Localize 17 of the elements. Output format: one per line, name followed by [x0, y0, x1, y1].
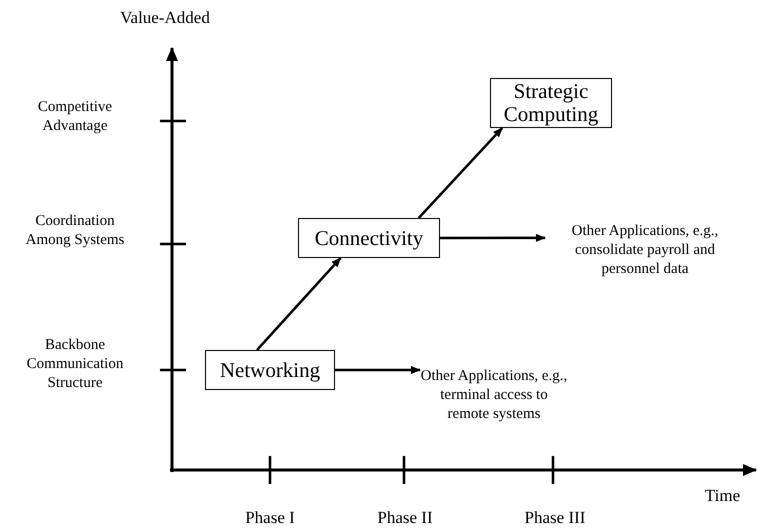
- axis-title: Time: [704, 486, 742, 505]
- axis-label: Competitive Advantage: [36, 98, 114, 136]
- note-text: Other Applications, e.g., terminal access to remote systems: [420, 367, 568, 427]
- process-box: Connectivity: [298, 218, 440, 258]
- note-text: Other Applications, e.g., consolidate payroll and personnel data: [545, 222, 745, 294]
- process-box: Networking: [205, 350, 335, 390]
- axis-label: Phase I: [244, 508, 296, 527]
- axis-label: Phase II: [376, 508, 434, 527]
- axis-label: Backbone Communication Structure: [26, 336, 124, 393]
- arrow: [256, 257, 342, 351]
- axis-label: Phase III: [524, 508, 586, 527]
- axis-title: Value-Added: [119, 8, 211, 27]
- arrow: [440, 234, 546, 242]
- process-box: Strategic Computing: [490, 78, 612, 128]
- arrow: [335, 366, 421, 374]
- arrow: [418, 127, 504, 219]
- axis-label: Coordination Among Systems: [24, 212, 126, 250]
